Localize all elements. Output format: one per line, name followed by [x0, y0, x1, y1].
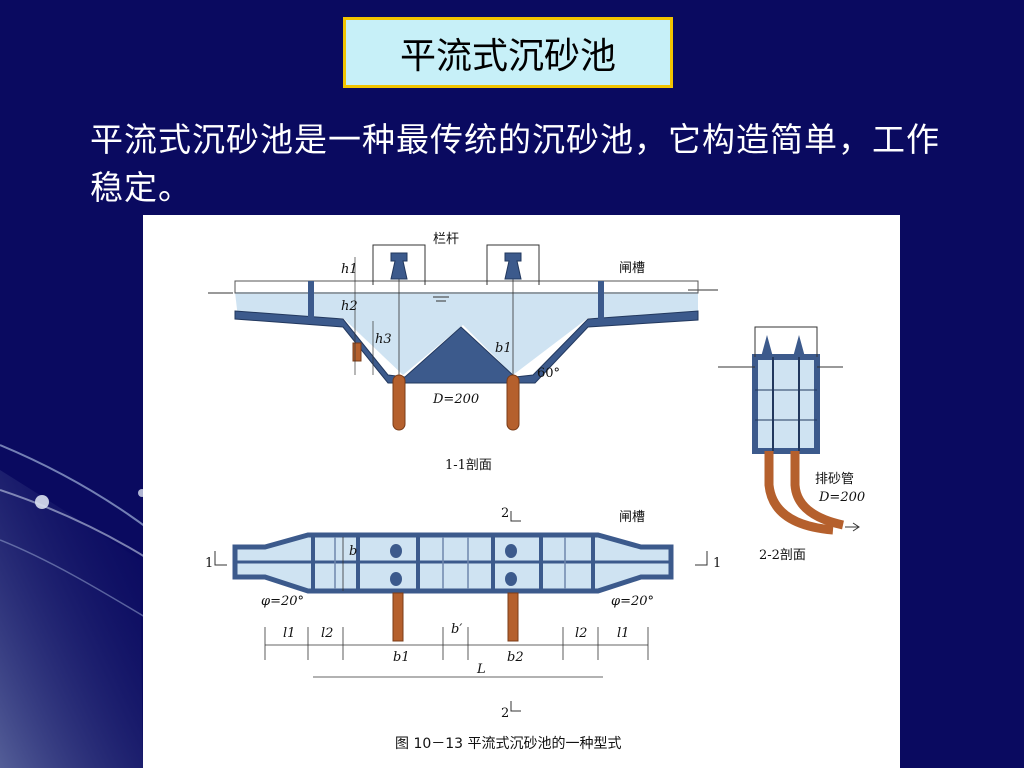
- label-h1: h1: [341, 262, 358, 277]
- label-pipe-d200-side: D=200: [818, 490, 865, 505]
- label-l1-left: l1: [283, 626, 295, 641]
- section-1-1-title: 1-1剖面: [445, 458, 492, 473]
- label-phi-left: φ=20°: [261, 594, 304, 609]
- section-2-2-title: 2-2剖面: [759, 548, 806, 563]
- label-gate-slot-top: 闸槽: [619, 261, 645, 276]
- figure-caption: 图 10－13 平流式沉砂池的一种型式: [395, 736, 622, 752]
- slide-title: 平流式沉砂池: [343, 17, 673, 88]
- label-railing: 栏杆: [433, 232, 459, 247]
- label-60-degree: 60°: [537, 366, 560, 381]
- label-pipe-d200-section: D=200: [432, 392, 479, 407]
- label-sand-pipe: 排砂管: [815, 472, 854, 487]
- label-l2-left: l2: [321, 626, 333, 641]
- label-h2: h2: [341, 299, 358, 314]
- slide-body-text: 平流式沉砂池是一种最传统的沉砂池，它构造简单，工作稳定。: [90, 120, 940, 207]
- cut-mark-1-left: 1: [205, 556, 213, 571]
- cut-mark-1-right: 1: [713, 556, 721, 571]
- label-phi-right: φ=20°: [611, 594, 654, 609]
- label-b-prime: b′: [451, 622, 462, 637]
- label-b1-section: b1: [495, 341, 512, 356]
- label-l1-right: l1: [617, 626, 629, 641]
- section-2-2: 排砂管 D=200 2-2剖面: [718, 326, 865, 563]
- plan-view: b 2 2 1 1 闸槽 φ=20° φ=20°: [205, 506, 721, 721]
- label-gate-slot-plan: 闸槽: [619, 510, 645, 525]
- engineering-figure: h1 h2 h3 栏杆 闸槽 b1 60° D=200 1-1剖面 排砂管 D=: [143, 215, 900, 768]
- section-1-1: h1 h2 h3 栏杆 闸槽 b1 60° D=200 1-1剖面: [208, 232, 718, 473]
- label-l2-right: l2: [575, 626, 587, 641]
- label-b2-plan: b2: [507, 650, 524, 665]
- label-b-plan: b: [349, 544, 357, 559]
- grit-chamber-drawing: h1 h2 h3 栏杆 闸槽 b1 60° D=200 1-1剖面 排砂管 D=: [205, 232, 865, 752]
- label-h3: h3: [375, 332, 392, 347]
- cut-mark-2-bottom: 2: [501, 706, 509, 721]
- label-b1-plan: b1: [393, 650, 410, 665]
- cut-mark-2-top: 2: [501, 506, 509, 521]
- label-L: L: [476, 662, 486, 677]
